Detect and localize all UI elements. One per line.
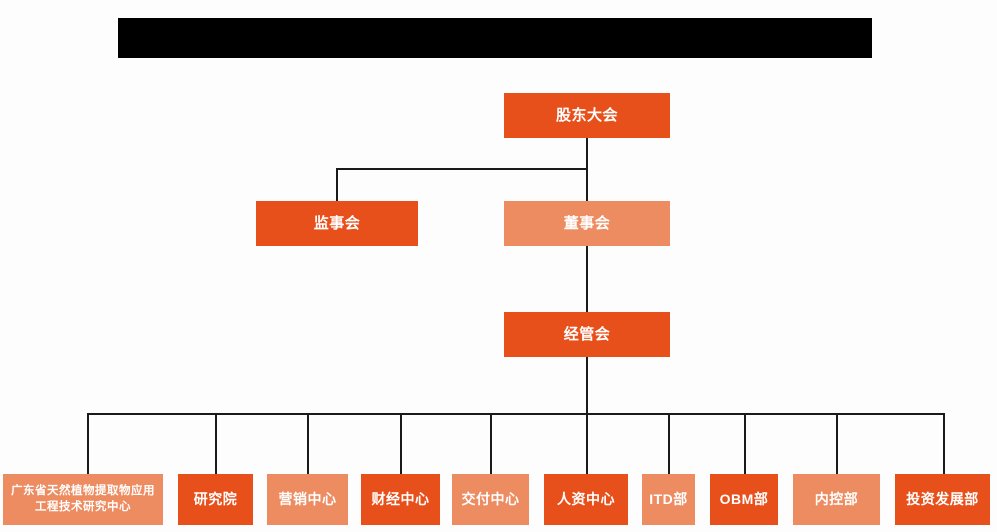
org-node-dept-investment-development-label: 投资发展部 [906, 491, 979, 508]
connector-to-dept-5 [586, 413, 588, 474]
org-node-shareholders-label: 股东大会 [555, 106, 618, 124]
connector-to-supervisors [336, 168, 338, 201]
org-node-dept-itd[interactable]: ITD部 [642, 474, 695, 525]
org-node-dept-research-center-label: 广东省天然植物提取物应用工程技术研究中心 [11, 484, 155, 513]
org-node-shareholders[interactable]: 股东大会 [504, 93, 670, 138]
connector-level2-bus [336, 168, 588, 170]
org-node-dept-internal-control-label: 内控部 [814, 491, 859, 508]
org-node-dept-finance[interactable]: 财经中心 [361, 474, 440, 525]
org-node-dept-institute[interactable]: 研究院 [178, 474, 253, 525]
connector-shareholders-down [586, 138, 588, 169]
redacted-title-bar [118, 18, 872, 58]
org-node-dept-obm-label: OBM部 [719, 491, 769, 508]
org-node-supervisors-label: 监事会 [313, 214, 361, 232]
org-node-dept-hr-label: 人资中心 [557, 491, 615, 508]
org-node-dept-investment-development[interactable]: 投资发展部 [895, 474, 990, 525]
connector-directors-to-management [586, 246, 588, 312]
org-node-dept-finance-label: 财经中心 [371, 491, 430, 508]
org-node-management-committee-label: 经管会 [563, 325, 611, 343]
connector-to-dept-2 [307, 413, 309, 474]
connector-management-down [586, 357, 588, 414]
connector-to-directors [586, 168, 588, 201]
org-node-dept-institute-label: 研究院 [193, 491, 238, 508]
org-node-dept-obm[interactable]: OBM部 [710, 474, 778, 525]
connector-to-dept-4 [490, 413, 492, 474]
org-node-dept-marketing[interactable]: 营销中心 [267, 474, 348, 525]
org-node-directors-label: 董事会 [563, 214, 611, 232]
org-node-management-committee[interactable]: 经管会 [504, 312, 670, 357]
org-node-dept-internal-control[interactable]: 内控部 [793, 474, 880, 525]
org-node-supervisors[interactable]: 监事会 [256, 201, 418, 246]
org-node-dept-delivery-label: 交付中心 [461, 491, 520, 508]
org-node-dept-marketing-label: 营销中心 [278, 491, 337, 508]
org-node-directors[interactable]: 董事会 [504, 201, 670, 246]
org-node-dept-itd-label: ITD部 [649, 491, 688, 508]
connector-to-dept-9 [943, 413, 945, 474]
connector-to-dept-6 [668, 413, 670, 474]
connector-to-dept-3 [400, 413, 402, 474]
connector-to-dept-8 [836, 413, 838, 474]
connector-to-dept-0 [87, 413, 89, 474]
org-node-dept-delivery[interactable]: 交付中心 [452, 474, 529, 525]
connector-to-dept-1 [215, 413, 217, 474]
connector-departments-bus [87, 413, 945, 415]
org-node-dept-research-center[interactable]: 广东省天然植物提取物应用工程技术研究中心 [3, 474, 163, 525]
org-node-dept-hr[interactable]: 人资中心 [544, 474, 628, 525]
connector-to-dept-7 [744, 413, 746, 474]
